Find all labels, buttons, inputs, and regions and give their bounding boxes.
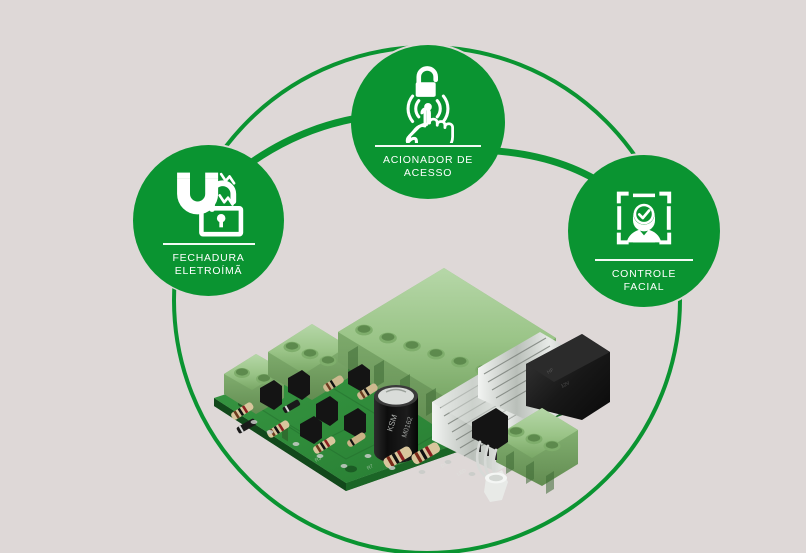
led-indicator [484, 470, 508, 502]
feature-controle-facial[interactable]: CONTROLE FACIAL [568, 155, 720, 307]
resistor [231, 375, 441, 469]
svg-text:LED: LED [456, 467, 468, 477]
divider [162, 243, 255, 245]
feature-fechadura-eletroima[interactable]: FECHADURA ELETROÍMÃ [133, 145, 284, 296]
electrolytic-capacitor: KSM M0162 [374, 385, 418, 463]
magnet-open-padlock-icon [171, 167, 247, 239]
silkscreen: R3 R7 D1 LED [314, 455, 468, 478]
terminal-block [496, 408, 578, 494]
feature-label-acionador: ACIONADOR DE ACESSO [382, 153, 474, 179]
svg-text:12V: 12V [560, 380, 571, 390]
feature-label-controle-facial: CONTROLE FACIAL [611, 267, 677, 293]
hand-touch-unlock-icon [389, 63, 467, 143]
svg-text:D1: D1 [440, 461, 449, 470]
svg-text:R3: R3 [314, 455, 323, 464]
solder-pads [250, 420, 476, 476]
pcb-board-image: KSM M0162 HF 12V [196, 256, 616, 536]
transistor-to92 [260, 364, 370, 444]
divider [595, 259, 693, 261]
face-recognition-scan-icon [604, 181, 684, 255]
feature-label-fechadura: FECHADURA ELETROÍMÃ [172, 251, 245, 277]
svg-text:HF: HF [546, 367, 555, 375]
svg-text:R7: R7 [366, 463, 375, 472]
divider [375, 145, 481, 147]
feature-acionador-de-acesso[interactable]: ACIONADOR DE ACESSO [351, 45, 505, 199]
relay: HF 12V [526, 334, 610, 420]
